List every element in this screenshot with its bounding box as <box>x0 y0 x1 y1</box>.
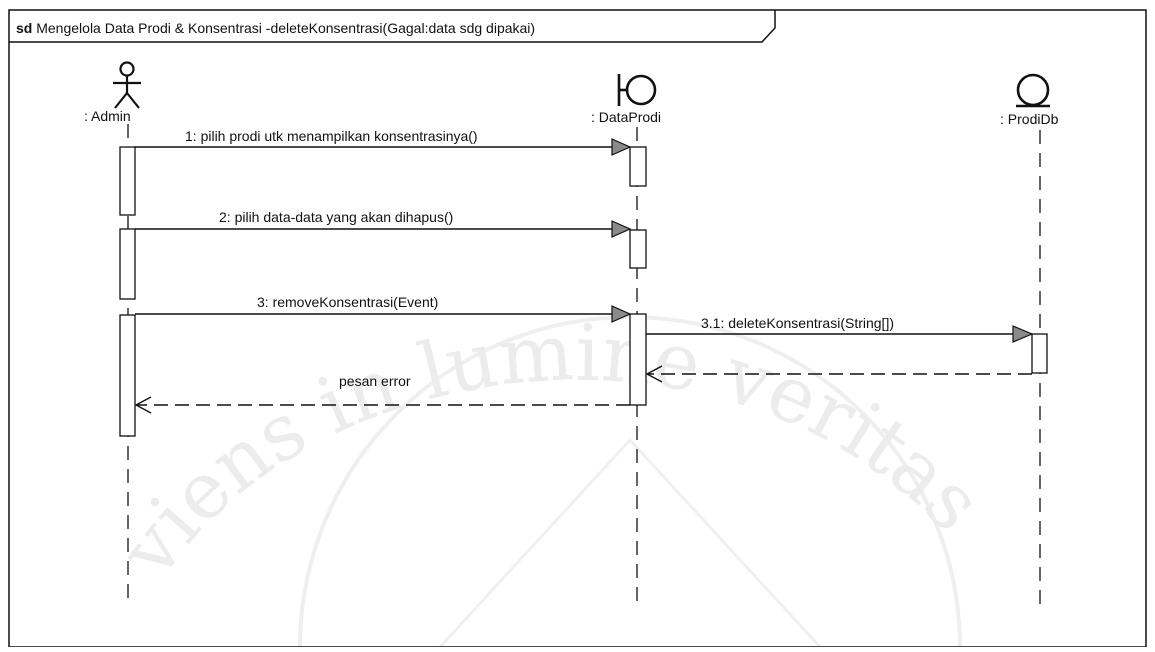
frame-title: sd Mengelola Data Prodi & Konsentrasi -d… <box>16 20 535 36</box>
message-2-label: 2: pilih data-data yang akan dihapus() <box>219 209 453 225</box>
watermark: viens in lumine veritas <box>102 308 999 649</box>
message-3-1-label: 3.1: deleteKonsentrasi(String[]) <box>701 315 894 331</box>
activation-dataprodi-3 <box>629 313 647 406</box>
watermark-text: viens in lumine veritas <box>102 308 999 594</box>
activation-prodidb-1 <box>1031 333 1048 374</box>
return-3-1 <box>645 365 1032 383</box>
lifeline-admin-label: : Admin <box>84 108 131 124</box>
arrowhead-filled <box>611 220 632 238</box>
frame-header-tab <box>9 10 776 43</box>
message-3: 3: removeKonsentrasi(Event) <box>135 294 632 323</box>
message-2: 2: pilih data-data yang akan dihapus() <box>135 209 632 238</box>
arrowhead-open <box>645 365 663 383</box>
actor-admin-icon <box>113 61 141 109</box>
arrowhead-open <box>134 396 152 414</box>
return-3: pesan error <box>134 373 630 414</box>
arrowhead-filled <box>611 138 632 156</box>
activation-admin-2 <box>119 228 136 300</box>
arrowhead-filled <box>611 305 632 323</box>
arrowhead-filled <box>1012 325 1034 343</box>
lifeline-prodidb-label: : ProdiDb <box>1000 111 1059 127</box>
watermark-triangle <box>438 437 822 649</box>
message-1-label: 1: pilih prodi utk menampilkan konsentra… <box>185 128 478 144</box>
activation-dataprodi-1 <box>629 146 647 187</box>
activation-admin-3 <box>119 314 136 437</box>
activation-admin-1 <box>119 146 136 216</box>
boundary-icon <box>617 74 657 106</box>
activation-dataprodi-2 <box>629 229 647 269</box>
message-1: 1: pilih prodi utk menampilkan konsentra… <box>135 128 632 156</box>
return-3-label: pesan error <box>339 373 411 389</box>
entity-icon <box>1016 73 1050 108</box>
lifeline-dataprodi-label: : DataProdi <box>591 109 661 125</box>
message-3-1: 3.1: deleteKonsentrasi(String[]) <box>646 315 1034 343</box>
message-3-label: 3: removeKonsentrasi(Event) <box>257 294 438 310</box>
